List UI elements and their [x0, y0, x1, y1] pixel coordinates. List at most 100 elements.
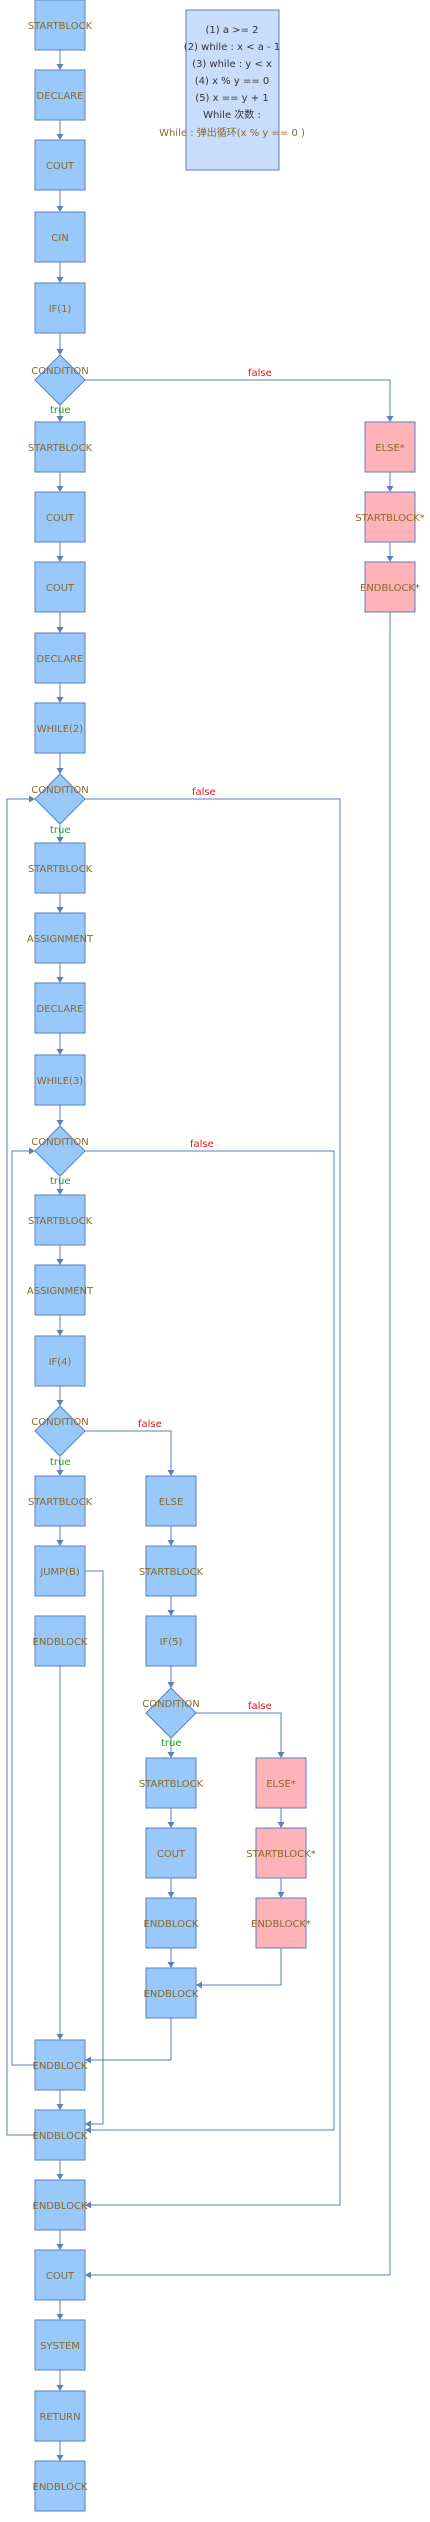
arrowhead [196, 1981, 202, 1989]
arrowhead [29, 1147, 35, 1155]
arrowhead [56, 1470, 64, 1476]
block-box [145, 1615, 197, 1667]
flow-node: CONDITION [31, 1125, 89, 1177]
flow-node: COUT [145, 1827, 197, 1879]
block-box [34, 1335, 86, 1387]
flow-node: ELSE* [364, 421, 416, 473]
arrowhead [56, 2385, 64, 2391]
edge-labels-layer: truetruetruetruetruefalsefalsefalsefalse… [50, 368, 272, 1749]
block-box [34, 1475, 86, 1527]
flow-node: DECLARE [34, 982, 86, 1034]
node-label: WHILE(3) [37, 1076, 84, 1087]
flow-node: RETURN [34, 2390, 86, 2442]
else-block-box [255, 1827, 307, 1879]
block-box [145, 1897, 197, 1949]
node-label: ASSIGNMENT [27, 1286, 94, 1297]
arrowhead [56, 349, 64, 355]
block-box [34, 2039, 86, 2091]
arrowhead [56, 2034, 64, 2040]
flow-node: COUT [34, 139, 86, 191]
arrowhead [56, 907, 64, 913]
flow-edge [196, 1948, 282, 1986]
arrowhead [277, 1752, 285, 1758]
arrowhead [56, 977, 64, 983]
node-label: STARTBLOCK [28, 1216, 93, 1227]
block-box [34, 842, 86, 894]
arrowhead [56, 2174, 64, 2180]
arrowhead [85, 2201, 91, 2209]
node-label: CONDITION [31, 366, 88, 377]
arrowhead [167, 1610, 175, 1616]
arrowhead [56, 416, 64, 422]
node-label: SYSTEM [40, 2341, 80, 2352]
arrowhead [386, 486, 394, 492]
node-label: CONDITION [31, 785, 88, 796]
node-label: STARTBLOCK [139, 1779, 204, 1790]
node-label: STARTBLOCK* [246, 1849, 315, 1860]
block-box [34, 912, 86, 964]
flow-edge [85, 379, 391, 422]
block-box [145, 1545, 197, 1597]
node-label: ASSIGNMENT [27, 934, 94, 945]
flow-node: STARTBLOCK [28, 842, 93, 894]
arrowhead [277, 1822, 285, 1828]
node-label: JUMP(B) [39, 1567, 80, 1578]
block-box [34, 211, 86, 263]
block-box [34, 982, 86, 1034]
flow-edge [85, 1430, 172, 1476]
arrowhead [85, 2271, 91, 2279]
arrowhead [56, 64, 64, 70]
arrowhead [56, 1049, 64, 1055]
node-label: IF(4) [49, 1357, 72, 1368]
arrowhead [167, 1962, 175, 1968]
arrowhead [386, 556, 394, 562]
node-label: COUT [46, 2271, 75, 2282]
note-line: While : 弹出循环(x % y == 0 ) [159, 126, 305, 139]
arrowhead [56, 134, 64, 140]
arrowhead [56, 1120, 64, 1126]
node-label: ENDBLOCK [33, 2201, 88, 2212]
arrowhead [56, 556, 64, 562]
block-box [34, 282, 86, 334]
flow-node: IF(1) [34, 282, 86, 334]
node-label: DECLARE [37, 91, 84, 102]
arrowhead [56, 277, 64, 283]
arrowhead [56, 768, 64, 774]
flow-node: ENDBLOCK [33, 1615, 88, 1667]
node-label: CONDITION [142, 1699, 199, 1710]
flow-node: IF(5) [145, 1615, 197, 1667]
condition-diamond [34, 773, 86, 825]
arrowhead [56, 837, 64, 843]
block-box [34, 632, 86, 684]
node-label: STARTBLOCK [28, 21, 93, 32]
node-label: DECLARE [37, 654, 84, 665]
block-box [34, 561, 86, 613]
block-box [34, 1545, 86, 1597]
condition-diamond [34, 354, 86, 406]
block-box [34, 1264, 86, 1316]
note-line: (5) x == y + 1 [195, 93, 268, 104]
node-label: ENDBLOCK [33, 2061, 88, 2072]
flow-edge [85, 2018, 172, 2061]
arrowhead [167, 1822, 175, 1828]
arrowhead [85, 2120, 91, 2128]
note-line: While 次数 : [203, 108, 261, 121]
flow-node: CONDITION [31, 773, 89, 825]
flow-node: ENDBLOCK [33, 2109, 88, 2161]
condition-diamond [34, 1125, 86, 1177]
node-label: STARTBLOCK [28, 443, 93, 454]
arrowhead [167, 1752, 175, 1758]
block-box [34, 139, 86, 191]
block-box [145, 1475, 197, 1527]
node-label: IF(1) [49, 304, 72, 315]
flow-node: CONDITION [142, 1687, 200, 1739]
flow-node: IF(4) [34, 1335, 86, 1387]
else-block-box [364, 421, 416, 473]
flow-node: ENDBLOCK [33, 2460, 88, 2512]
node-label: ELSE [159, 1497, 184, 1508]
true-edge-label: true [50, 405, 71, 416]
else-block-box [364, 561, 416, 613]
node-label: ELSE* [375, 443, 405, 454]
false-edge-label: false [192, 787, 216, 798]
node-label: CIN [51, 233, 68, 244]
